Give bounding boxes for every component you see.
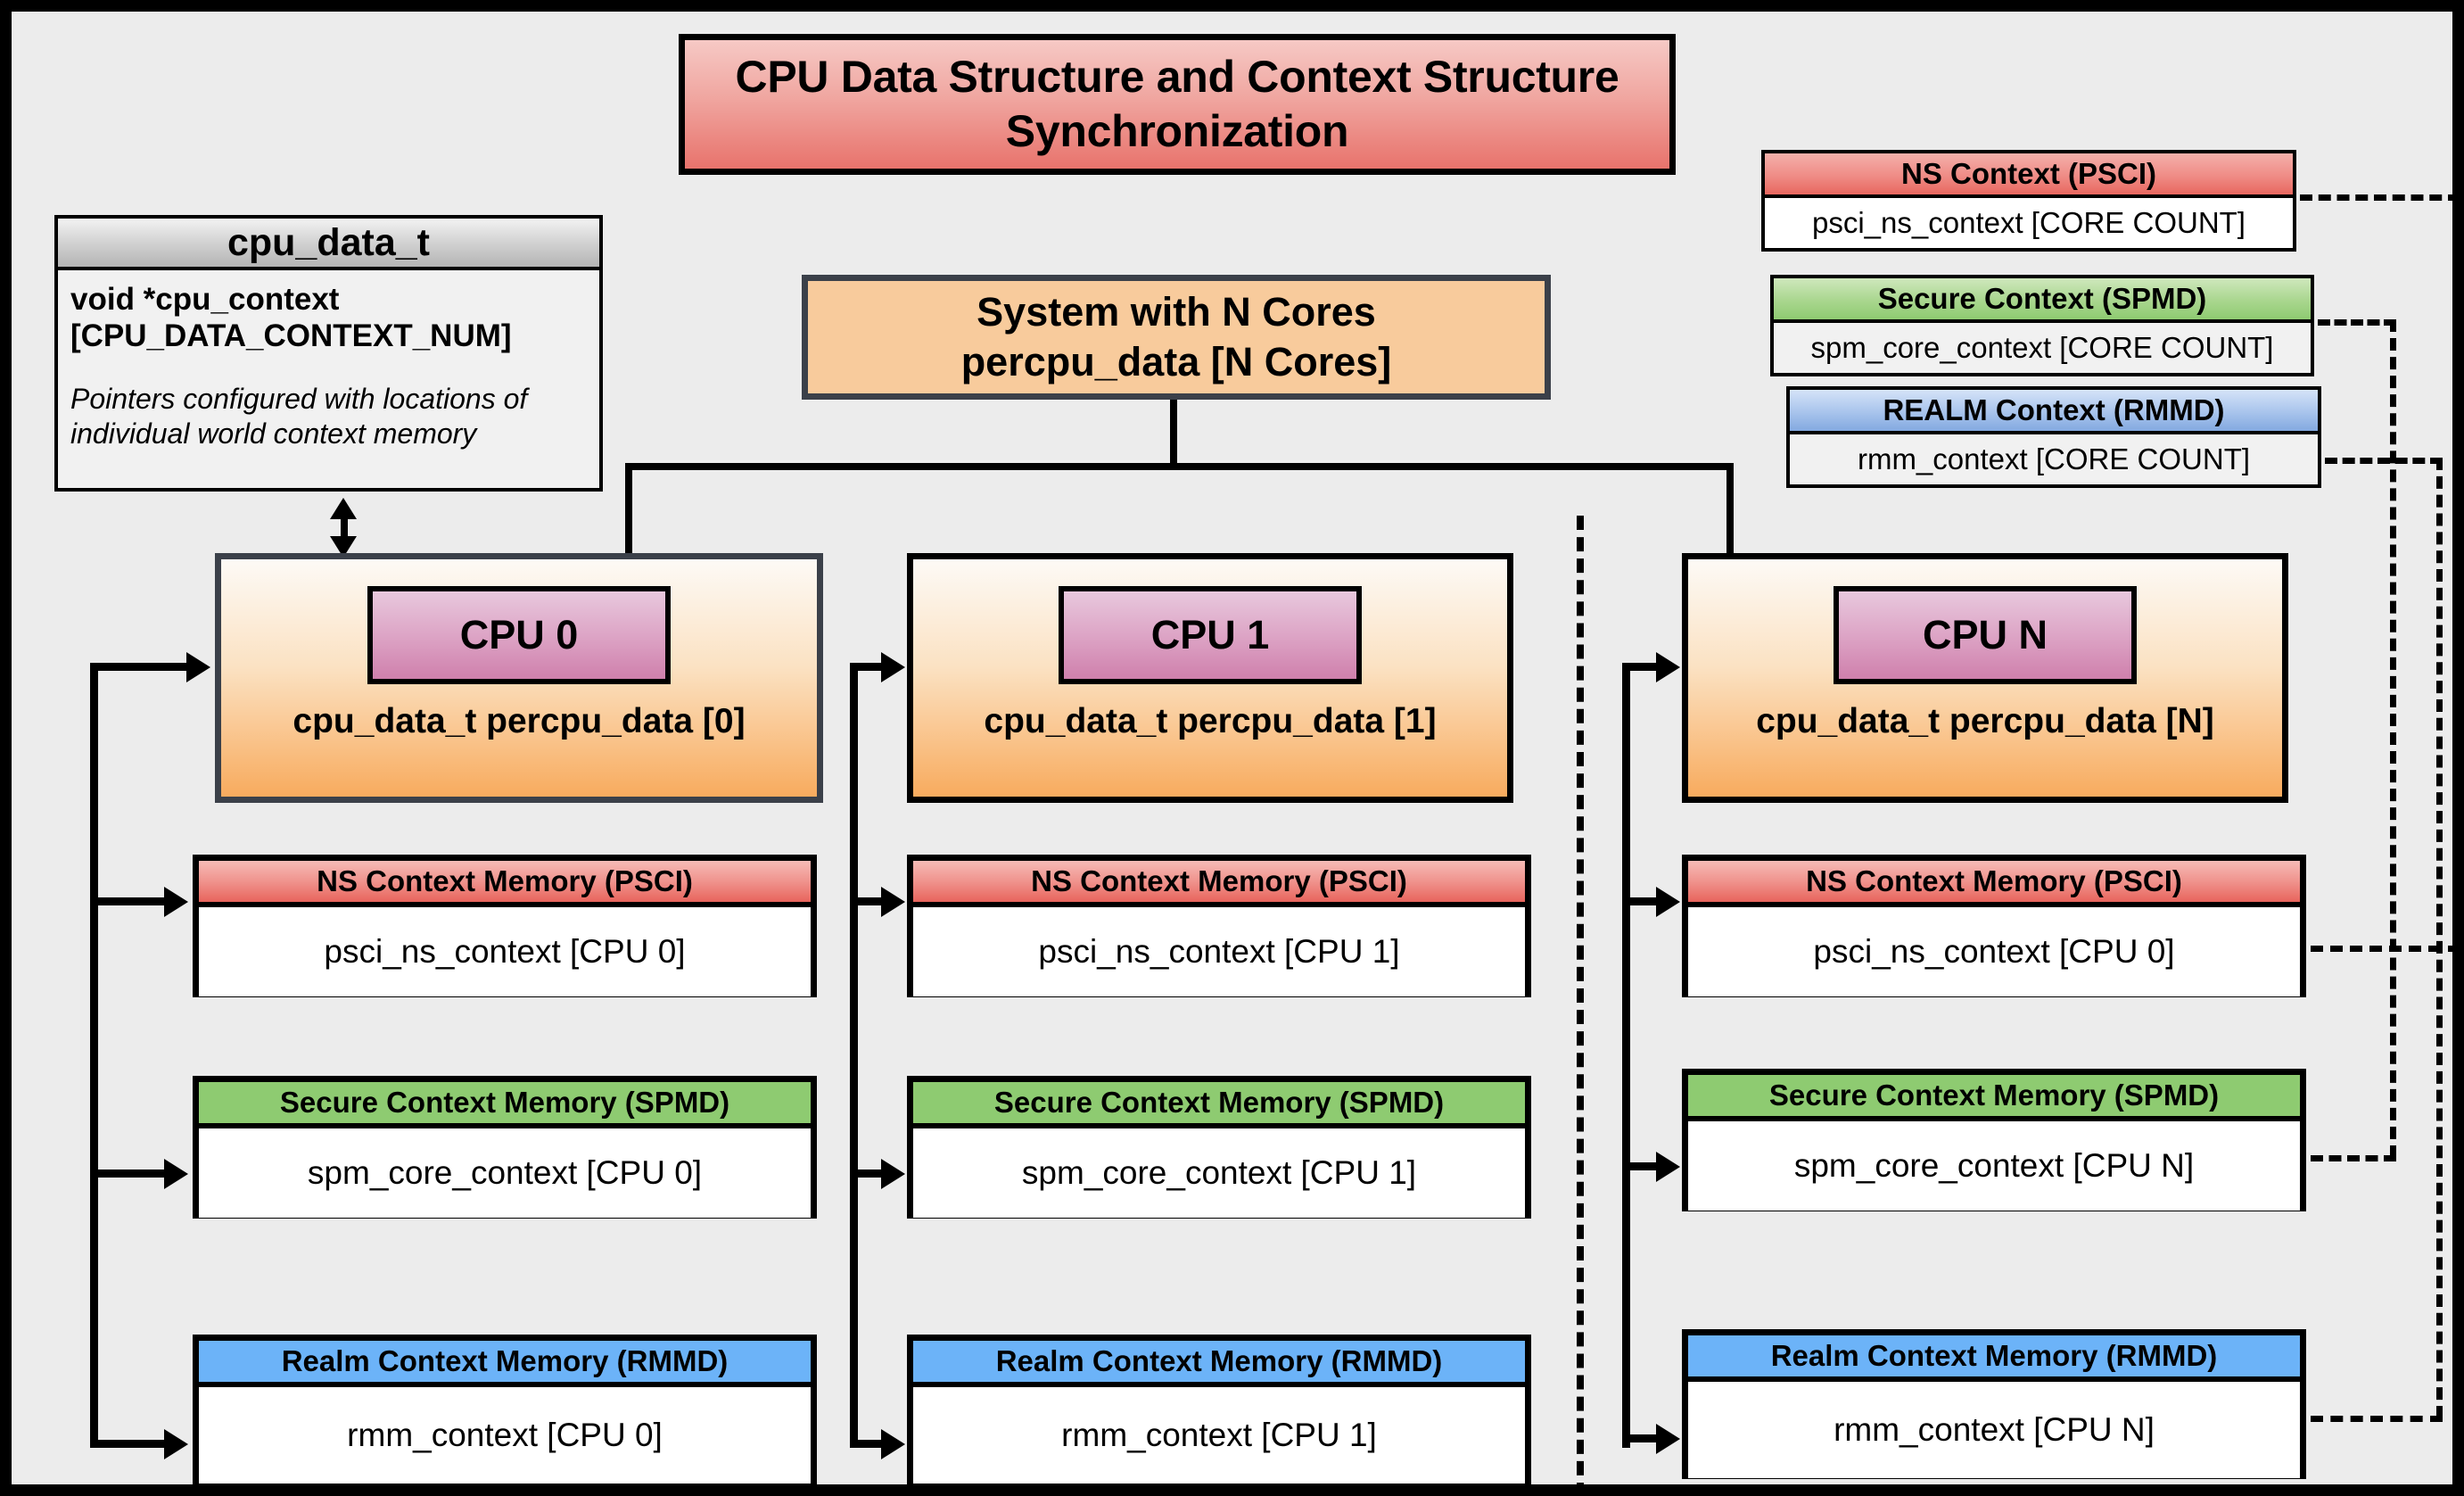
cpun-bus-to-secure (1622, 1162, 1662, 1170)
cpu1-bus-to-secure (850, 1170, 887, 1178)
cpu-data-t-link-dashed (341, 517, 348, 538)
global-context-secure-spmd: Secure Context (SPMD) spm_core_context [… (1770, 275, 2314, 376)
cpu-data-t-legend: cpu_data_t void *cpu_context[CPU_DATA_CO… (54, 215, 603, 492)
cpu0-bus-to-ns (90, 897, 166, 905)
system-trunk-line (1170, 400, 1177, 469)
memory-box-secure-cpu0: Secure Context Memory (SPMD) spm_core_co… (193, 1076, 817, 1219)
cpu1-bus-to-realm (850, 1440, 887, 1448)
dashed-realm-to-cpun (2311, 1416, 2443, 1422)
cpu-chip-n: CPU N (1834, 586, 2137, 684)
memory-box-ns-cpu0-body: psci_ns_context [CPU 0] (199, 907, 811, 996)
system-box-text: System with N Cores percpu_data [N Cores… (960, 288, 1392, 384)
memory-box-secure-cpun-body: spm_core_context [CPU N] (1688, 1121, 2300, 1211)
memory-box-ns-cpu0: NS Context Memory (PSCI) psci_ns_context… (193, 855, 817, 997)
system-branch-cpun (1726, 463, 1734, 561)
memory-box-secure-cpu0-body: spm_core_context [CPU 0] (199, 1128, 811, 1218)
global-context-realm-rmmd-body: rmm_context [CORE COUNT] (1790, 434, 2318, 484)
memory-box-realm-cpun: Realm Context Memory (RMMD) rmm_context … (1682, 1329, 2306, 1479)
dashed-secure-from-global (2318, 319, 2396, 326)
cpu0-arrow-ns (164, 887, 188, 917)
memory-box-realm-cpu1-body: rmm_context [CPU 1] (913, 1387, 1525, 1484)
memory-box-realm-cpu0-header: Realm Context Memory (RMMD) (199, 1341, 811, 1387)
dashed-realm-from-global (2325, 458, 2443, 464)
cpu-card-1: CPU 1 cpu_data_t percpu_data [1] (907, 553, 1513, 803)
system-with-n-cores-box: System with N Cores percpu_data [N Cores… (802, 275, 1551, 400)
cpu-card-n: CPU N cpu_data_t percpu_data [N] (1682, 553, 2288, 803)
cpu-chip-1: CPU 1 (1059, 586, 1362, 684)
cpu-data-t-header: cpu_data_t (58, 219, 599, 270)
cpu0-bus-vertical (90, 663, 98, 1448)
memory-box-realm-cpun-body: rmm_context [CPU N] (1688, 1382, 2300, 1478)
cpu0-arrow-secure (164, 1159, 188, 1189)
memory-box-realm-cpu0-body: rmm_context [CPU 0] (199, 1387, 811, 1484)
cpu-data-t-field: void *cpu_context[CPU_DATA_CONTEXT_NUM] (70, 282, 512, 354)
cpun-bus-to-realm (1622, 1434, 1662, 1442)
cpu1-bus-to-card (850, 663, 887, 671)
memory-box-ns-cpun-header: NS Context Memory (PSCI) (1688, 861, 2300, 907)
cpun-bus-to-ns (1622, 897, 1662, 905)
dashed-ns-from-global (2300, 194, 2452, 201)
cpu-chip-0: CPU 0 (367, 586, 671, 684)
memory-box-ns-cpu0-header: NS Context Memory (PSCI) (199, 861, 811, 907)
column-separator-dashed (1577, 516, 1584, 1484)
cpu-card-0: CPU 0 cpu_data_t percpu_data [0] (215, 553, 823, 803)
system-bus-line (625, 463, 1734, 470)
global-context-realm-rmmd: REALM Context (RMMD) rmm_context [CORE C… (1786, 386, 2321, 488)
cpu0-bus-to-realm (90, 1440, 166, 1448)
diagram-title: CPU Data Structure and Context Structure… (679, 34, 1676, 175)
dashed-ns-to-cpun (2311, 946, 2452, 952)
memory-box-ns-cpun-body: psci_ns_context [CPU 0] (1688, 907, 2300, 996)
cpu0-bus-to-secure (90, 1170, 166, 1178)
memory-box-ns-cpu1-header: NS Context Memory (PSCI) (913, 861, 1525, 907)
cpun-arrow-secure (1656, 1152, 1680, 1182)
global-context-ns-psci: NS Context (PSCI) psci_ns_context [CORE … (1761, 150, 2296, 252)
cpu-data-t-uplink-arrowhead (330, 498, 357, 519)
cpu1-arrow-card (881, 652, 905, 682)
cpu0-arrow-card (186, 652, 210, 682)
memory-box-realm-cpun-header: Realm Context Memory (RMMD) (1688, 1335, 2300, 1382)
cpu1-bus-vertical (850, 663, 858, 1448)
global-context-ns-psci-header: NS Context (PSCI) (1765, 153, 2293, 198)
memory-box-secure-cpu0-header: Secure Context Memory (SPMD) (199, 1082, 811, 1128)
cpu1-arrow-ns (881, 887, 905, 917)
memory-box-secure-cpun: Secure Context Memory (SPMD) spm_core_co… (1682, 1069, 2306, 1211)
dashed-ns-vertical (2454, 194, 2460, 948)
cpu-data-t-note: Pointers configured with locations of in… (70, 382, 528, 450)
memory-box-secure-cpun-header: Secure Context Memory (SPMD) (1688, 1075, 2300, 1121)
cpun-arrow-ns (1656, 887, 1680, 917)
cpu0-arrow-realm (164, 1429, 188, 1459)
memory-box-realm-cpu1: Realm Context Memory (RMMD) rmm_context … (907, 1335, 1531, 1484)
global-context-ns-psci-body: psci_ns_context [CORE COUNT] (1765, 198, 2293, 248)
cpu-data-t-body: void *cpu_context[CPU_DATA_CONTEXT_NUM] … (58, 270, 599, 451)
memory-box-realm-cpu1-header: Realm Context Memory (RMMD) (913, 1341, 1525, 1387)
memory-box-ns-cpun: NS Context Memory (PSCI) psci_ns_context… (1682, 855, 2306, 997)
global-context-realm-rmmd-header: REALM Context (RMMD) (1790, 390, 2318, 434)
cpun-arrow-realm (1656, 1424, 1680, 1454)
system-branch-cpu0 (625, 463, 632, 561)
cpu-card-label-1: cpu_data_t percpu_data [1] (984, 702, 1437, 740)
global-context-secure-spmd-body: spm_core_context [CORE COUNT] (1774, 323, 2311, 373)
dashed-secure-vertical (2390, 319, 2396, 1158)
cpun-bus-to-card (1622, 663, 1662, 671)
dashed-realm-vertical (2436, 458, 2443, 1418)
memory-box-ns-cpu1: NS Context Memory (PSCI) psci_ns_context… (907, 855, 1531, 997)
cpu1-bus-to-ns (850, 897, 887, 905)
cpu-card-label-0: cpu_data_t percpu_data [0] (293, 702, 746, 740)
memory-box-ns-cpu1-body: psci_ns_context [CPU 1] (913, 907, 1525, 996)
cpun-bus-vertical (1622, 663, 1630, 1448)
cpu1-arrow-realm (881, 1429, 905, 1459)
cpu-card-label-n: cpu_data_t percpu_data [N] (1756, 702, 2214, 740)
cpu0-bus-to-card (90, 663, 188, 671)
cpun-arrow-card (1656, 652, 1680, 682)
memory-box-secure-cpu1-header: Secure Context Memory (SPMD) (913, 1082, 1525, 1128)
memory-box-secure-cpu1: Secure Context Memory (SPMD) spm_core_co… (907, 1076, 1531, 1219)
cpu1-arrow-secure (881, 1159, 905, 1189)
global-context-secure-spmd-header: Secure Context (SPMD) (1774, 278, 2311, 323)
memory-box-secure-cpu1-body: spm_core_context [CPU 1] (913, 1128, 1525, 1218)
memory-box-realm-cpu0: Realm Context Memory (RMMD) rmm_context … (193, 1335, 817, 1484)
dashed-secure-to-cpun (2311, 1155, 2396, 1161)
